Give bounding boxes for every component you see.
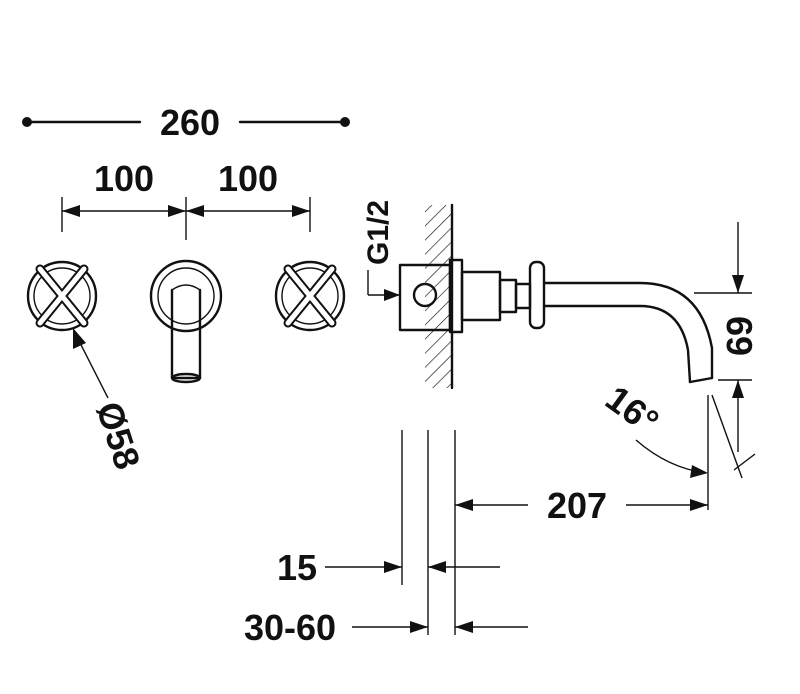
spacing-right-label: 100 bbox=[218, 158, 278, 199]
spout-projection-dimension: 207 bbox=[454, 430, 708, 635]
wall-range-label: 30-60 bbox=[244, 607, 336, 648]
spout-side-view bbox=[448, 258, 714, 384]
spacing-dimension: 100 100 bbox=[61, 158, 311, 240]
wall-section bbox=[425, 203, 454, 390]
front-spout-view bbox=[149, 259, 223, 384]
wall-range-dimension: 30-60 bbox=[244, 607, 528, 648]
left-cross-handle bbox=[26, 260, 98, 332]
overall-width-label: 260 bbox=[160, 102, 220, 143]
plate-thickness-label: 15 bbox=[277, 547, 317, 588]
overall-width-dimension: 260 bbox=[22, 102, 350, 143]
spout-height-dimension: 69 bbox=[694, 222, 760, 452]
spout-angle-label: 16° bbox=[598, 377, 666, 442]
handle-diameter-label: Ø58 bbox=[88, 397, 148, 474]
handle-diameter-dimension: Ø58 bbox=[73, 328, 148, 474]
spout-height-label: 69 bbox=[719, 316, 760, 356]
plate-thickness-dimension: 15 bbox=[277, 430, 500, 635]
spout-projection-label: 207 bbox=[547, 485, 607, 526]
connection-thread: G1/2 bbox=[362, 200, 452, 332]
spout-angle-dimension: 16° bbox=[598, 377, 756, 510]
spacing-left-label: 100 bbox=[94, 158, 154, 199]
right-cross-handle bbox=[274, 260, 346, 332]
connection-thread-label: G1/2 bbox=[362, 200, 395, 265]
